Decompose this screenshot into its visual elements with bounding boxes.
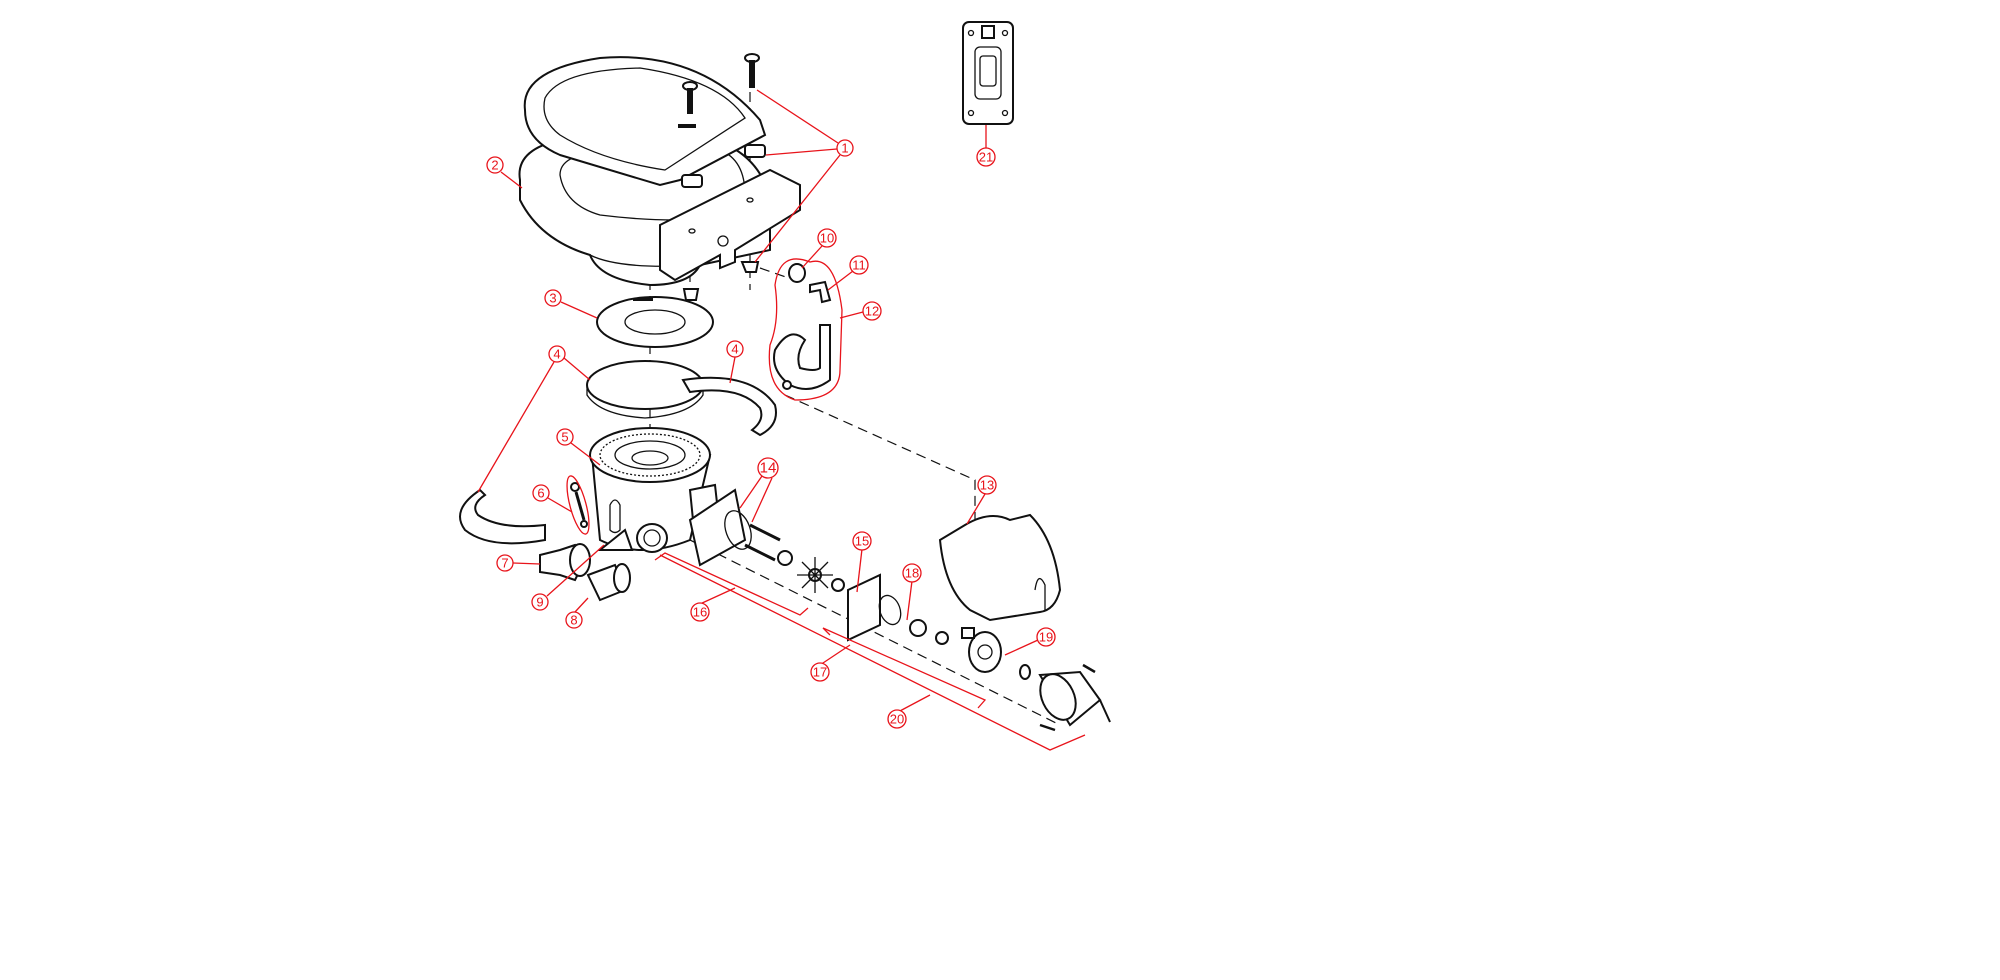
callout-11: 11 [849,255,869,275]
callout-20: 20 [887,709,907,729]
callout-2: 2 [486,156,504,174]
toilet-seat-lid [523,56,767,188]
screw-set [570,482,588,528]
svg-text:13: 13 [980,478,994,493]
callout-14: 14 [757,457,779,479]
svg-text:18: 18 [905,566,919,581]
callout-15: 15 [852,531,872,551]
screws [678,53,760,301]
svg-text:17: 17 [813,665,827,680]
callout-1: 1 [836,139,854,157]
callout-16: 16 [690,602,710,622]
svg-text:15: 15 [855,534,869,549]
flange-gasket [596,296,714,348]
seal-plates [688,488,781,567]
callout-10: 10 [817,228,837,248]
svg-text:16: 16 [693,605,707,620]
svg-text:1: 1 [841,141,848,156]
svg-text:7: 7 [501,556,508,571]
callout-4-right: 4 [726,340,744,358]
callout-13: 13 [977,475,997,495]
svg-text:19: 19 [1039,630,1053,645]
callout-8: 8 [565,611,583,629]
leader-lines [477,89,1086,751]
callout-3: 3 [544,289,562,307]
callout-18: 18 [902,563,922,583]
svg-text:5: 5 [561,430,568,445]
svg-text:12: 12 [865,304,879,319]
inlet-hose [773,263,832,390]
callout-19: 19 [1036,627,1056,647]
svg-text:21: 21 [979,150,993,165]
pump-base [589,427,722,553]
clamp-band [459,360,777,545]
callout-12: 12 [862,301,882,321]
callout-17: 17 [810,662,830,682]
svg-text:4: 4 [731,342,738,357]
motor-cover [938,513,1062,622]
svg-text:10: 10 [820,231,834,246]
callout-6: 6 [532,484,550,502]
callout-5: 5 [556,428,574,446]
wall-switch-panel [962,21,1014,125]
svg-text:6: 6 [537,486,544,501]
pump-motor [961,627,1111,732]
callout-7: 7 [496,554,514,572]
svg-text:4: 4 [553,347,560,362]
seat-bracket [659,168,801,282]
svg-text:8: 8 [570,613,577,628]
svg-text:2: 2 [491,158,498,173]
svg-text:11: 11 [852,258,866,273]
axis-line-hose-cover [784,394,976,525]
svg-text:20: 20 [890,712,904,727]
axis-line-pump [659,524,1061,726]
callout-9: 9 [531,593,549,611]
callout-4-left: 4 [548,345,566,363]
svg-text:14: 14 [760,460,777,477]
svg-text:9: 9 [536,595,543,610]
svg-text:3: 3 [549,291,556,306]
callout-21: 21 [976,147,996,167]
impeller-assembly [777,550,949,645]
